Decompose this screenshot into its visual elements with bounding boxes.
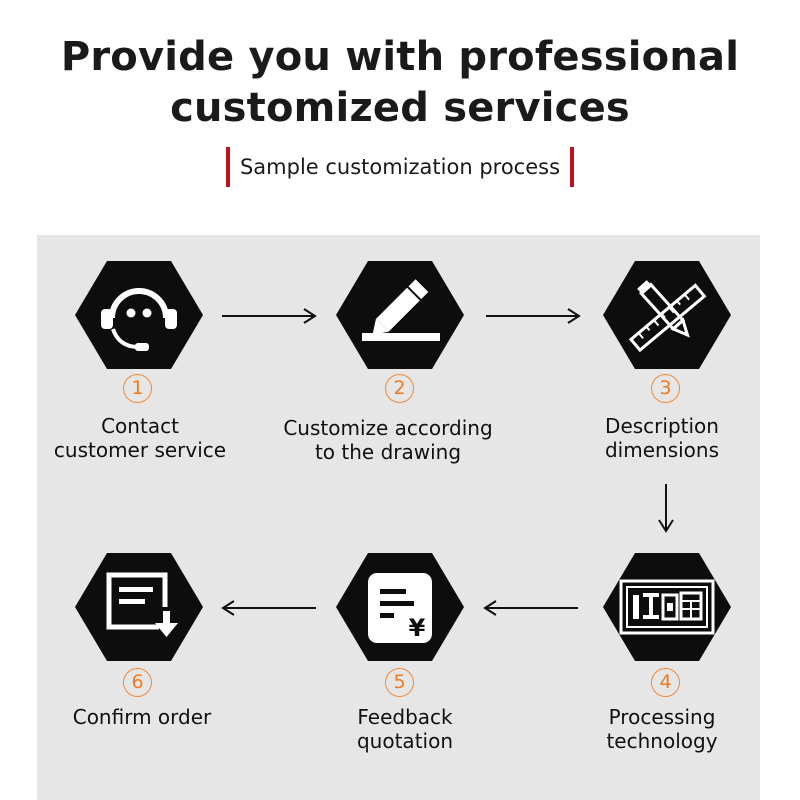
arrow-left-icon <box>483 600 578 616</box>
subtitle-block: Sample customization process <box>0 146 800 188</box>
step-5-number: 5 <box>385 668 414 697</box>
step-6-label-line-1: Confirm order <box>72 705 212 729</box>
machining-icon <box>603 553 731 661</box>
arrow-down-icon <box>658 484 674 533</box>
step-3-label-line-2: dimensions <box>604 438 720 462</box>
ruler-pencil-icon <box>603 261 731 369</box>
step-1-label: Contact customer service <box>20 414 260 462</box>
step-1-label-line-1: Contact <box>101 414 179 438</box>
step-1-label-line-2: customer service <box>53 438 227 462</box>
pencil-icon <box>336 261 464 369</box>
step-2-label-line-1: Customize according <box>283 416 493 440</box>
arrow-right-icon <box>486 308 581 324</box>
step-1-icon-hexagon <box>75 261 203 369</box>
step-3-label-line-1: Description <box>605 414 719 438</box>
subtitle: Sample customization process <box>239 155 561 179</box>
headset-icon <box>75 261 203 369</box>
step-4-icon-hexagon <box>603 553 731 661</box>
step-1-number: 1 <box>123 374 152 403</box>
step-5-icon-hexagon: ¥ <box>336 553 464 661</box>
arrow-left-icon <box>221 600 316 616</box>
step-3-label: Description dimensions <box>542 414 782 462</box>
step-2-label: Customize according to the drawing <box>268 416 508 464</box>
step-5-label-line-2: quotation <box>356 729 453 753</box>
step-3-icon-hexagon <box>603 261 731 369</box>
step-5-label-line-1: Feedback <box>357 705 453 729</box>
title-line-2: customized services <box>170 85 630 131</box>
step-3-number: 3 <box>651 374 680 403</box>
arrow-right-icon <box>222 308 317 324</box>
step-4-number: 4 <box>651 668 680 697</box>
step-2-number: 2 <box>385 374 414 403</box>
step-4-label-line-1: Processing <box>608 705 716 729</box>
page-title: Provide you with professional customized… <box>0 32 800 134</box>
subtitle-left-bar <box>225 147 230 187</box>
step-6-label: Confirm order <box>22 705 262 729</box>
subtitle-right-bar <box>570 147 575 187</box>
step-5-label: Feedback quotation <box>285 705 525 753</box>
quotation-icon: ¥ <box>336 553 464 661</box>
title-line-1: Provide you with professional <box>60 34 740 80</box>
step-2-label-line-2: to the drawing <box>314 440 462 464</box>
yen-symbol: ¥ <box>409 614 426 642</box>
step-6-icon-hexagon <box>75 553 203 661</box>
step-4-label: Processing technology <box>542 705 782 753</box>
order-download-icon <box>75 553 203 661</box>
step-2-icon-hexagon <box>336 261 464 369</box>
step-4-label-line-2: technology <box>606 729 718 753</box>
step-6-number: 6 <box>123 668 152 697</box>
